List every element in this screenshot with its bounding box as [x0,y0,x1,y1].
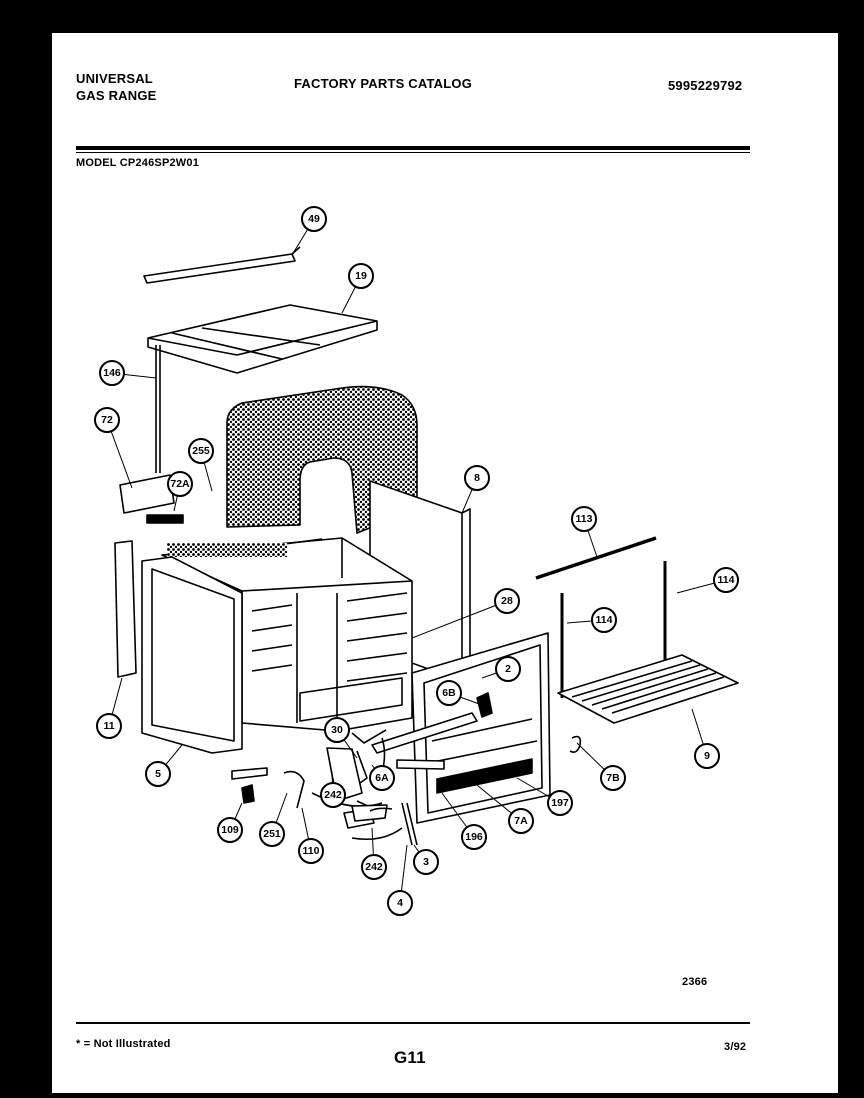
model-line: MODEL CP246SP2W01 [76,157,200,169]
bracket [119,474,175,514]
callout-2: 2 [505,663,511,675]
trim-bar [535,536,657,580]
callout-72a: 72A [170,478,190,490]
callout-242-upper: 242 [324,789,342,801]
callout-7b: 7B [606,772,620,784]
header-rule-thin [76,152,750,153]
callout-30: 30 [331,724,343,736]
callout-3: 3 [423,856,429,868]
callout-196: 196 [465,831,483,843]
footer-rule [76,1022,750,1024]
callout-113: 113 [576,513,593,525]
oven-rack [557,654,739,724]
callout-19: 19 [355,270,367,282]
callout-114-left: 114 [596,614,613,626]
parts-catalog-page: UNIVERSAL GAS RANGE FACTORY PARTS CATALO… [52,33,838,1093]
left-side-panel [114,540,137,678]
top-rail [143,253,296,284]
callout-72: 72 [101,414,113,426]
not-illustrated-note: * = Not Illustrated [76,1038,171,1050]
callout-8: 8 [474,472,480,484]
catalog-number: 5995229792 [668,78,743,93]
callout-7a: 7A [514,815,528,827]
callout-251: 251 [263,828,281,840]
callout-110: 110 [303,845,320,857]
callout-6b: 6B [442,687,456,699]
callout-114-right: 114 [718,574,735,586]
callout-28: 28 [501,595,513,607]
callout-49: 49 [308,213,320,225]
callout-11: 11 [103,720,114,732]
callout-6a: 6A [375,772,389,784]
brand-line-2: GAS RANGE [76,88,157,103]
revision-date: 3/92 [724,1041,747,1053]
broil-burner [371,712,478,754]
catalog-title: FACTORY PARTS CATALOG [294,76,473,91]
figure-number: 2366 [682,976,708,988]
page-code: G11 [394,1048,426,1067]
callout-4: 4 [397,897,403,909]
callout-255: 255 [192,445,210,457]
exploded-parts-diagram: 49 19 146 72 255 72A 8 113 114 114 28 2 … [94,206,739,916]
callout-242-lower: 242 [365,861,383,873]
brand-line-1: UNIVERSAL [76,71,153,86]
callout-9: 9 [704,750,710,762]
callout-5: 5 [155,768,161,780]
header-rule-thick [76,146,750,150]
callout-109: 109 [221,824,239,836]
callout-197: 197 [551,797,569,809]
front-panel [141,556,243,754]
callout-146: 146 [103,367,121,379]
